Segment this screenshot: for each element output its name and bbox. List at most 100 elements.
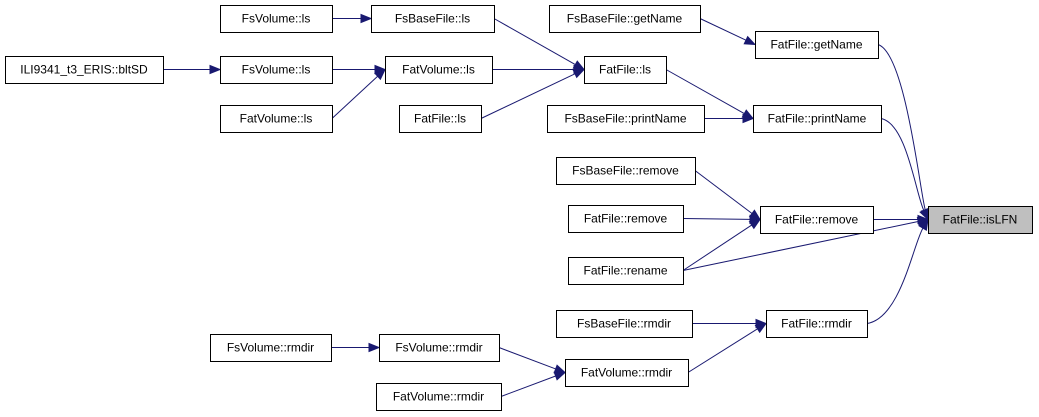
node-fatVolRmdir[interactable]: FatVolume::rmdir xyxy=(565,359,689,387)
node-label-fatPrintName: FatFile::printName xyxy=(768,112,867,126)
node-box-fatRename[interactable] xyxy=(568,257,684,285)
edge-fatVolRmdir-to-fatRmdir xyxy=(687,328,758,373)
node-fatRename[interactable]: FatFile::rename xyxy=(568,257,684,285)
call-graph-edges xyxy=(163,13,930,397)
node-label-fatRemove: FatFile::remove xyxy=(775,213,859,227)
node-box-fatVolRmdir2[interactable] xyxy=(376,383,502,411)
edge-arrowhead-fatLs2-to-fatLs xyxy=(572,68,586,79)
node-box-fsVolRmdir2[interactable] xyxy=(379,334,500,362)
node-box-fsbPrintName[interactable] xyxy=(547,105,705,133)
node-label-fatVolLs2: FatVolume::ls xyxy=(240,112,313,126)
node-label-fsbRmdir: FsBaseFile::rmdir xyxy=(577,317,671,331)
edge-arrowhead-fatVolRmdir2-to-fatVolRmdir xyxy=(553,371,567,381)
node-fsVolLs2[interactable]: FsVolume::ls xyxy=(220,56,333,84)
call-graph-nodes: FatFile::isLFN FatFile::getNameFatFile::p… xyxy=(5,5,1033,411)
edge-arrowhead-fsbGetName-to-fatGetName xyxy=(743,35,757,46)
node-box-fsVolLs1[interactable] xyxy=(220,5,333,33)
node-fsVolLs1[interactable]: FsVolume::ls xyxy=(220,5,333,33)
node-box-fsVolRmdir1[interactable] xyxy=(210,334,332,362)
node-box-fatVolRmdir[interactable] xyxy=(565,359,689,387)
node-label-fatRmdir: FatFile::rmdir xyxy=(781,317,852,331)
node-box-fatRmdir[interactable] xyxy=(766,310,868,338)
edge-arrowhead-fsVolRmdir1-to-fsVolRmdir2 xyxy=(368,342,381,353)
node-label-fatRename: FatFile::rename xyxy=(583,264,667,278)
node-label-fatVolRmdir: FatVolume::rmdir xyxy=(581,366,672,380)
edge-fsbRemove-to-fatRemove xyxy=(694,170,753,214)
node-box-fatRemove2[interactable] xyxy=(568,205,684,233)
node-label-fsbPrintName: FsBaseFile::printName xyxy=(564,112,686,126)
node-fatGetName[interactable]: FatFile::getName xyxy=(755,31,879,59)
node-label-ili: ILI9341_t3_ERIS::bltSD xyxy=(20,63,148,77)
node-label-fatLs2: FatFile::ls xyxy=(414,112,466,126)
edge-fatLs-to-fatPrintName xyxy=(665,69,745,115)
node-label-fsbGetName: FsBaseFile::getName xyxy=(567,12,683,26)
edge-arrowhead-fatVolRmdir-to-fatRmdir xyxy=(754,322,768,334)
edge-fatRename-to-fatRemove xyxy=(682,224,752,271)
node-ili[interactable]: ILI9341_t3_ERIS::bltSD xyxy=(5,56,164,84)
edge-arrowhead-ili-to-fsVolLs2 xyxy=(209,64,222,75)
node-box-fatLs2[interactable] xyxy=(399,105,482,133)
node-fsbRemove[interactable]: FsBaseFile::remove xyxy=(556,157,696,185)
node-fatRmdir[interactable]: FatFile::rmdir xyxy=(766,310,868,338)
node-fatLs[interactable]: FatFile::ls xyxy=(584,56,667,84)
node-label-fsbLs: FsBaseFile::ls xyxy=(395,12,470,26)
node-fsVolRmdir2[interactable]: FsVolume::rmdir xyxy=(379,334,500,362)
edge-fatRename-to-isLFN xyxy=(682,221,919,271)
node-box-fatGetName[interactable] xyxy=(755,31,879,59)
node-label-isLFN: FatFile::isLFN xyxy=(943,213,1018,227)
node-isLFN[interactable]: FatFile::isLFN xyxy=(928,206,1033,234)
edge-arrowhead-fsbPrintName-to-fatPrintName xyxy=(742,113,755,124)
node-box-fsbRmdir[interactable] xyxy=(556,310,693,338)
node-fsbPrintName[interactable]: FsBaseFile::printName xyxy=(547,105,705,133)
node-fsVolRmdir1[interactable]: FsVolume::rmdir xyxy=(210,334,332,362)
edge-fatRemove2-to-fatRemove xyxy=(682,218,751,220)
node-fsbRmdir[interactable]: FsBaseFile::rmdir xyxy=(556,310,693,338)
node-box-fatVolLs2[interactable] xyxy=(220,105,333,133)
node-fatVolLs2[interactable]: FatVolume::ls xyxy=(220,105,333,133)
node-fatLs2[interactable]: FatFile::ls xyxy=(399,105,482,133)
edge-arrowhead-fatVolLs2-to-fatVolLs xyxy=(374,68,386,81)
edge-arrowhead-fsVolRmdir2-to-fatVolRmdir xyxy=(553,364,567,374)
edge-arrowhead-fatRmdir-to-isLFN xyxy=(918,218,929,231)
node-box-fsbRemove[interactable] xyxy=(556,157,696,185)
node-box-fsVolLs2[interactable] xyxy=(220,56,333,84)
node-fsbLs[interactable]: FsBaseFile::ls xyxy=(371,5,495,33)
node-box-ili[interactable] xyxy=(5,56,164,84)
edge-arrowhead-fatRename-to-fatRemove xyxy=(748,218,762,230)
node-label-fatVolRmdir2: FatVolume::rmdir xyxy=(393,390,484,404)
edge-arrowhead-fsVolLs1-to-fsbLs xyxy=(360,13,373,24)
node-box-fatRemove[interactable] xyxy=(760,206,874,234)
node-box-fatVolLs[interactable] xyxy=(385,56,493,84)
edge-fatLs2-to-fatLs xyxy=(480,73,576,119)
node-label-fsVolRmdir2: FsVolume::rmdir xyxy=(395,341,482,355)
node-label-fatRemove2: FatFile::remove xyxy=(584,212,668,226)
node-label-fsbRemove: FsBaseFile::remove xyxy=(572,164,679,178)
node-box-fatLs[interactable] xyxy=(584,56,667,84)
node-label-fatLs: FatFile::ls xyxy=(599,63,651,77)
node-fatRemove[interactable]: FatFile::remove xyxy=(760,206,874,234)
node-box-fatPrintName[interactable] xyxy=(753,105,882,133)
edge-fsbLs-to-fatLs xyxy=(493,18,576,66)
node-fatRemove2[interactable]: FatFile::remove xyxy=(568,205,684,233)
node-label-fatGetName: FatFile::getName xyxy=(770,38,862,52)
node-box-isLFN[interactable] xyxy=(928,206,1033,234)
node-label-fsVolRmdir1: FsVolume::rmdir xyxy=(227,341,314,355)
node-box-fsbGetName[interactable] xyxy=(549,5,701,33)
node-label-fatVolLs: FatVolume::ls xyxy=(402,63,475,77)
edge-fatVolLs2-to-fatVolLs xyxy=(331,75,378,119)
edge-fatVolRmdir2-to-fatVolRmdir xyxy=(500,375,556,397)
edge-arrowhead-fatPrintName-to-isLFN xyxy=(919,207,929,221)
edge-fatRmdir-to-isLFN xyxy=(866,227,924,324)
node-label-fsVolLs2: FsVolume::ls xyxy=(242,63,311,77)
node-fatVolLs[interactable]: FatVolume::ls xyxy=(385,56,493,84)
edge-fsbGetName-to-fatGetName xyxy=(699,18,747,41)
node-box-fsbLs[interactable] xyxy=(371,5,495,33)
node-fatVolRmdir2[interactable]: FatVolume::rmdir xyxy=(376,383,502,411)
node-fsbGetName[interactable]: FsBaseFile::getName xyxy=(549,5,701,33)
node-fatPrintName[interactable]: FatFile::printName xyxy=(753,105,882,133)
edge-fsVolRmdir2-to-fatVolRmdir xyxy=(498,347,556,370)
edge-fatGetName-to-isLFN xyxy=(877,44,926,211)
node-label-fsVolLs1: FsVolume::ls xyxy=(242,12,311,26)
edge-fatPrintName-to-isLFN xyxy=(880,118,925,211)
